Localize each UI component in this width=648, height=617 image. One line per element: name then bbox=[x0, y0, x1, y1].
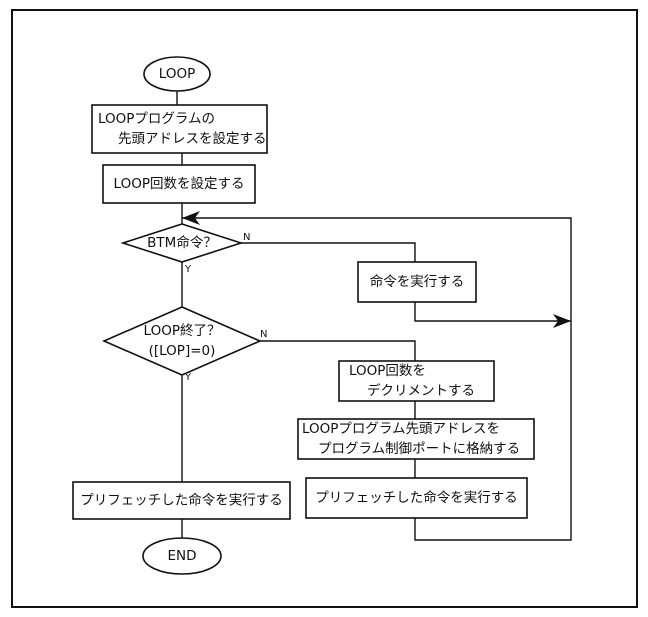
node-start: LOOP bbox=[143, 56, 211, 92]
process-box bbox=[357, 261, 477, 303]
arrowhead-loop-back-left bbox=[182, 211, 200, 225]
node-text: LOOPプログラム先頭アドレスを bbox=[302, 421, 500, 437]
node-text: LOOP bbox=[159, 66, 195, 82]
node-text: LOOP回数を bbox=[349, 363, 426, 379]
process-box bbox=[338, 360, 495, 402]
node-text: ([LOP]=0) bbox=[149, 343, 216, 359]
branch-label-loop-yes: Y bbox=[184, 372, 192, 383]
node-text: LOOP回数を設定する bbox=[114, 176, 245, 192]
node-text: LOOPプログラムの bbox=[98, 111, 215, 127]
branch-label-loop-no: N bbox=[260, 329, 267, 340]
edge-btm-no-to-execute bbox=[241, 242, 416, 262]
edge-loop-no-to-decrement bbox=[260, 340, 416, 361]
terminal-shape bbox=[142, 537, 222, 575]
node-text: プログラム制御ポートに格納する bbox=[318, 441, 520, 457]
node-execute: 命令を実行する bbox=[357, 261, 477, 303]
node-is-btm: BTM命令？ bbox=[120, 223, 244, 263]
process-box bbox=[72, 481, 291, 520]
node-loop-end: LOOP終了？ ([LOP]=0) bbox=[101, 306, 263, 376]
node-text: 命令を実行する bbox=[370, 273, 465, 290]
branch-label-btm-yes: Y bbox=[184, 264, 192, 275]
node-text: プリフェッチした命令を実行する bbox=[80, 492, 283, 509]
branch-label-btm-no: N bbox=[243, 232, 250, 243]
arrowhead-merge-right bbox=[553, 314, 571, 328]
decision-diamond bbox=[101, 306, 263, 376]
edge-execute-to-merge bbox=[414, 302, 571, 322]
node-text: デクリメントする bbox=[367, 382, 475, 399]
node-prefetch-exec-left: プリフェッチした命令を実行する bbox=[72, 481, 291, 520]
labels-layer: N Y N Y bbox=[184, 232, 267, 383]
node-set-count: LOOP回数を設定する bbox=[102, 164, 256, 204]
node-end: END bbox=[142, 537, 222, 575]
node-prefetch-exec-right: プリフェッチした命令を実行する bbox=[305, 477, 528, 519]
node-text: LOOP終了？ bbox=[144, 323, 221, 339]
process-box bbox=[102, 164, 256, 204]
process-box bbox=[305, 477, 528, 519]
node-text: 先頭アドレスを設定する bbox=[118, 131, 267, 147]
decision-diamond bbox=[120, 223, 244, 263]
node-text: プリフェッチした命令を実行する bbox=[315, 489, 518, 506]
process-box bbox=[91, 104, 268, 154]
node-text: BTM命令？ bbox=[147, 234, 217, 251]
terminal-shape bbox=[143, 56, 211, 92]
edge-loop-back-to-btm bbox=[182, 217, 572, 541]
process-box bbox=[297, 418, 535, 460]
figure-frame bbox=[11, 9, 638, 608]
edges-layer bbox=[176, 91, 572, 541]
node-text: END bbox=[167, 548, 196, 564]
